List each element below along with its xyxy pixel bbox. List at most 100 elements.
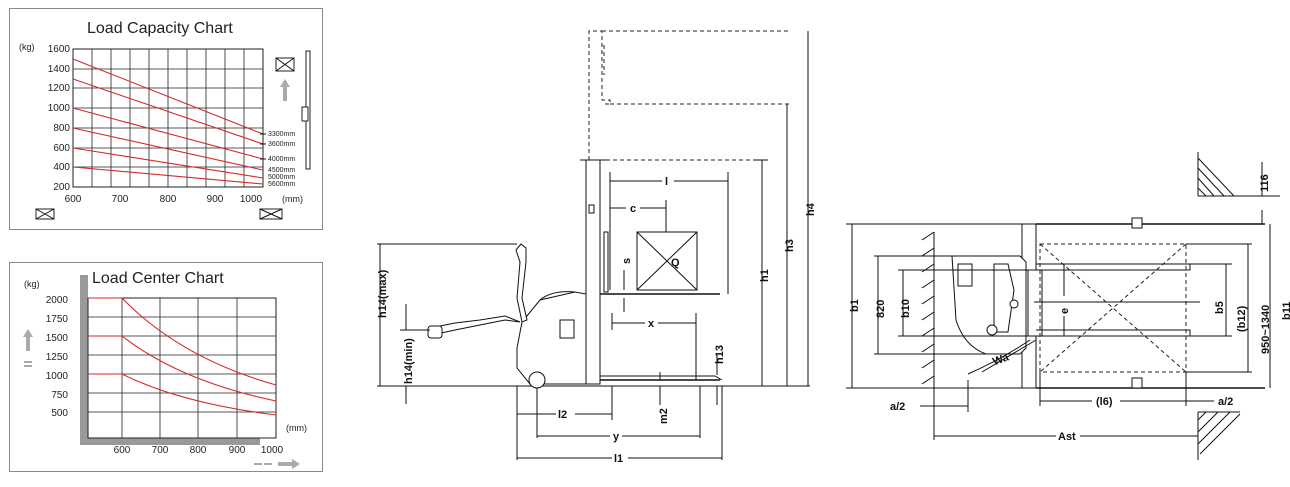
- x-tick-labels: 600 700 800 900 1000: [65, 194, 263, 205]
- curve-middle: [88, 335, 277, 402]
- y-tick: 1000: [46, 371, 69, 382]
- drive-wheel: [528, 371, 546, 389]
- pallet-icon-left: [35, 208, 55, 220]
- load-capacity-chart: Load Capacity Chart (kg) (mm) 1600 1400 …: [9, 8, 323, 230]
- tiller-raised: [515, 243, 528, 323]
- y-tick: 1200: [48, 83, 71, 94]
- y-unit-label: (kg): [24, 279, 40, 289]
- dim-h1-label: h1: [759, 269, 771, 282]
- x-unit-label: (mm): [286, 423, 307, 433]
- chart-title: Load Center Chart: [92, 270, 224, 287]
- dim-b12-label: (b12): [1236, 305, 1248, 332]
- curve-4500: [72, 127, 264, 171]
- dim-950-1340-label: 950~1340: [1260, 305, 1272, 354]
- dim-a2-left-label: a/2: [890, 401, 905, 413]
- wall-hatch-bottom-right: [1197, 411, 1241, 460]
- mast: [585, 159, 601, 385]
- y-tick: 1000: [48, 103, 71, 114]
- y-tick: 1500: [46, 333, 69, 344]
- dim-e-label: e: [1059, 308, 1071, 314]
- dim-116-label: 116: [1259, 174, 1271, 192]
- curve-3300: [72, 58, 264, 135]
- wall-hatch-left: [921, 231, 935, 388]
- y-tick: 1400: [48, 64, 71, 75]
- curve-label: 5600mm: [268, 181, 295, 188]
- curve-3600: [72, 78, 264, 145]
- curve-label: 3300mm: [268, 131, 295, 138]
- x-tick: 600: [65, 194, 82, 205]
- curve-lower: [88, 373, 277, 416]
- grid: [72, 48, 264, 188]
- up-arrow-icon: [23, 329, 33, 367]
- x-tick: 700: [112, 194, 129, 205]
- x-tick: 700: [152, 445, 169, 456]
- y-tick: 1600: [48, 44, 71, 55]
- capacity-curves: [72, 58, 264, 185]
- y-tick: 1750: [46, 314, 69, 325]
- pallet-icon-right: [259, 208, 283, 220]
- y-tick: 750: [51, 390, 68, 401]
- dim-l6-label: (l6): [1096, 396, 1113, 408]
- dim-wa-label: Wa: [991, 351, 1011, 368]
- x-tick: 800: [160, 194, 177, 205]
- right-arrow-icon: [254, 459, 300, 469]
- load-capacity-chart-svg: Load Capacity Chart (kg) (mm) 1600 1400 …: [19, 20, 311, 220]
- x-tick: 800: [190, 445, 207, 456]
- curve-labels: 3300mm 3600mm 4000mm 4500mm 5000mm 5600m…: [260, 131, 295, 188]
- y-tick: 400: [53, 162, 70, 173]
- dim-a2-right-label: a/2: [1218, 396, 1233, 408]
- load-q-label: Q: [671, 257, 680, 269]
- mast-lift-icon: [275, 50, 311, 170]
- load-center-chart: Load Center Chart (kg) (mm) 2000 1750 15…: [9, 262, 323, 472]
- dim-s-label: s: [621, 258, 633, 264]
- y-tick-labels: 2000 1750 1500 1250 1000 750 500: [46, 295, 69, 419]
- tiller-lowered: [429, 315, 521, 336]
- x-tick: 900: [229, 445, 246, 456]
- x-tick: 600: [114, 445, 131, 456]
- dim-h14min-label: h14(min): [403, 338, 415, 384]
- curve-label: 3600mm: [268, 141, 295, 148]
- dim-l1-label: l1: [614, 453, 623, 465]
- side-view: Q h14(max) h14(min) h13 h1 h3 h: [377, 30, 817, 465]
- dim-l-label: l: [665, 176, 668, 188]
- dim-y-label: y: [613, 431, 620, 443]
- dim-h4-label: h4: [805, 202, 817, 216]
- top-view: Wa b1 820 b10 e b5 (b12) 950~1340 b11: [846, 152, 1290, 460]
- wall-hatch-top-right: [1197, 152, 1240, 197]
- dim-x-label: x: [648, 318, 655, 330]
- x-tick: 1000: [240, 194, 263, 205]
- x-tick-labels: 600 700 800 900 1000: [114, 445, 284, 456]
- y-tick: 200: [53, 182, 70, 193]
- dim-820-label: 820: [875, 300, 887, 318]
- curve-label: 5000mm: [268, 174, 295, 181]
- curve-label: 4500mm: [268, 167, 295, 174]
- x-unit-label: (mm): [282, 194, 303, 204]
- x-tick: 900: [207, 194, 224, 205]
- y-tick: 2000: [46, 295, 69, 306]
- curve-label: 4000mm: [268, 156, 295, 163]
- y-tick: 1250: [46, 352, 69, 363]
- y-tick: 500: [51, 408, 68, 419]
- dim-b5-label: b5: [1214, 301, 1226, 314]
- dim-c-label: c: [630, 203, 636, 215]
- load-center-curves: [88, 297, 277, 416]
- dim-l2-label: l2: [558, 409, 567, 421]
- x-tick: 1000: [261, 445, 284, 456]
- truck-body: [516, 291, 587, 385]
- dim-b10-label: b10: [900, 299, 912, 318]
- dim-b11-label: b11: [1281, 302, 1290, 320]
- dim-b1-label: b1: [849, 299, 861, 312]
- y-tick: 600: [53, 143, 70, 154]
- y-tick: 800: [53, 123, 70, 134]
- curve-5600: [72, 166, 264, 185]
- curve-5000: [72, 147, 264, 179]
- chart-title: Load Capacity Chart: [87, 20, 233, 37]
- load-center-chart-svg: Load Center Chart (kg) (mm) 2000 1750 15…: [23, 270, 307, 469]
- y-unit-label: (kg): [19, 42, 35, 52]
- y-tick-labels: 1600 1400 1200 1000 800 600 400 200: [48, 44, 71, 193]
- dim-m2-label: m2: [658, 408, 670, 424]
- dim-ast-label: Ast: [1058, 431, 1076, 443]
- curve-4000: [72, 107, 264, 160]
- dim-h14max-label: h14(max): [377, 269, 389, 318]
